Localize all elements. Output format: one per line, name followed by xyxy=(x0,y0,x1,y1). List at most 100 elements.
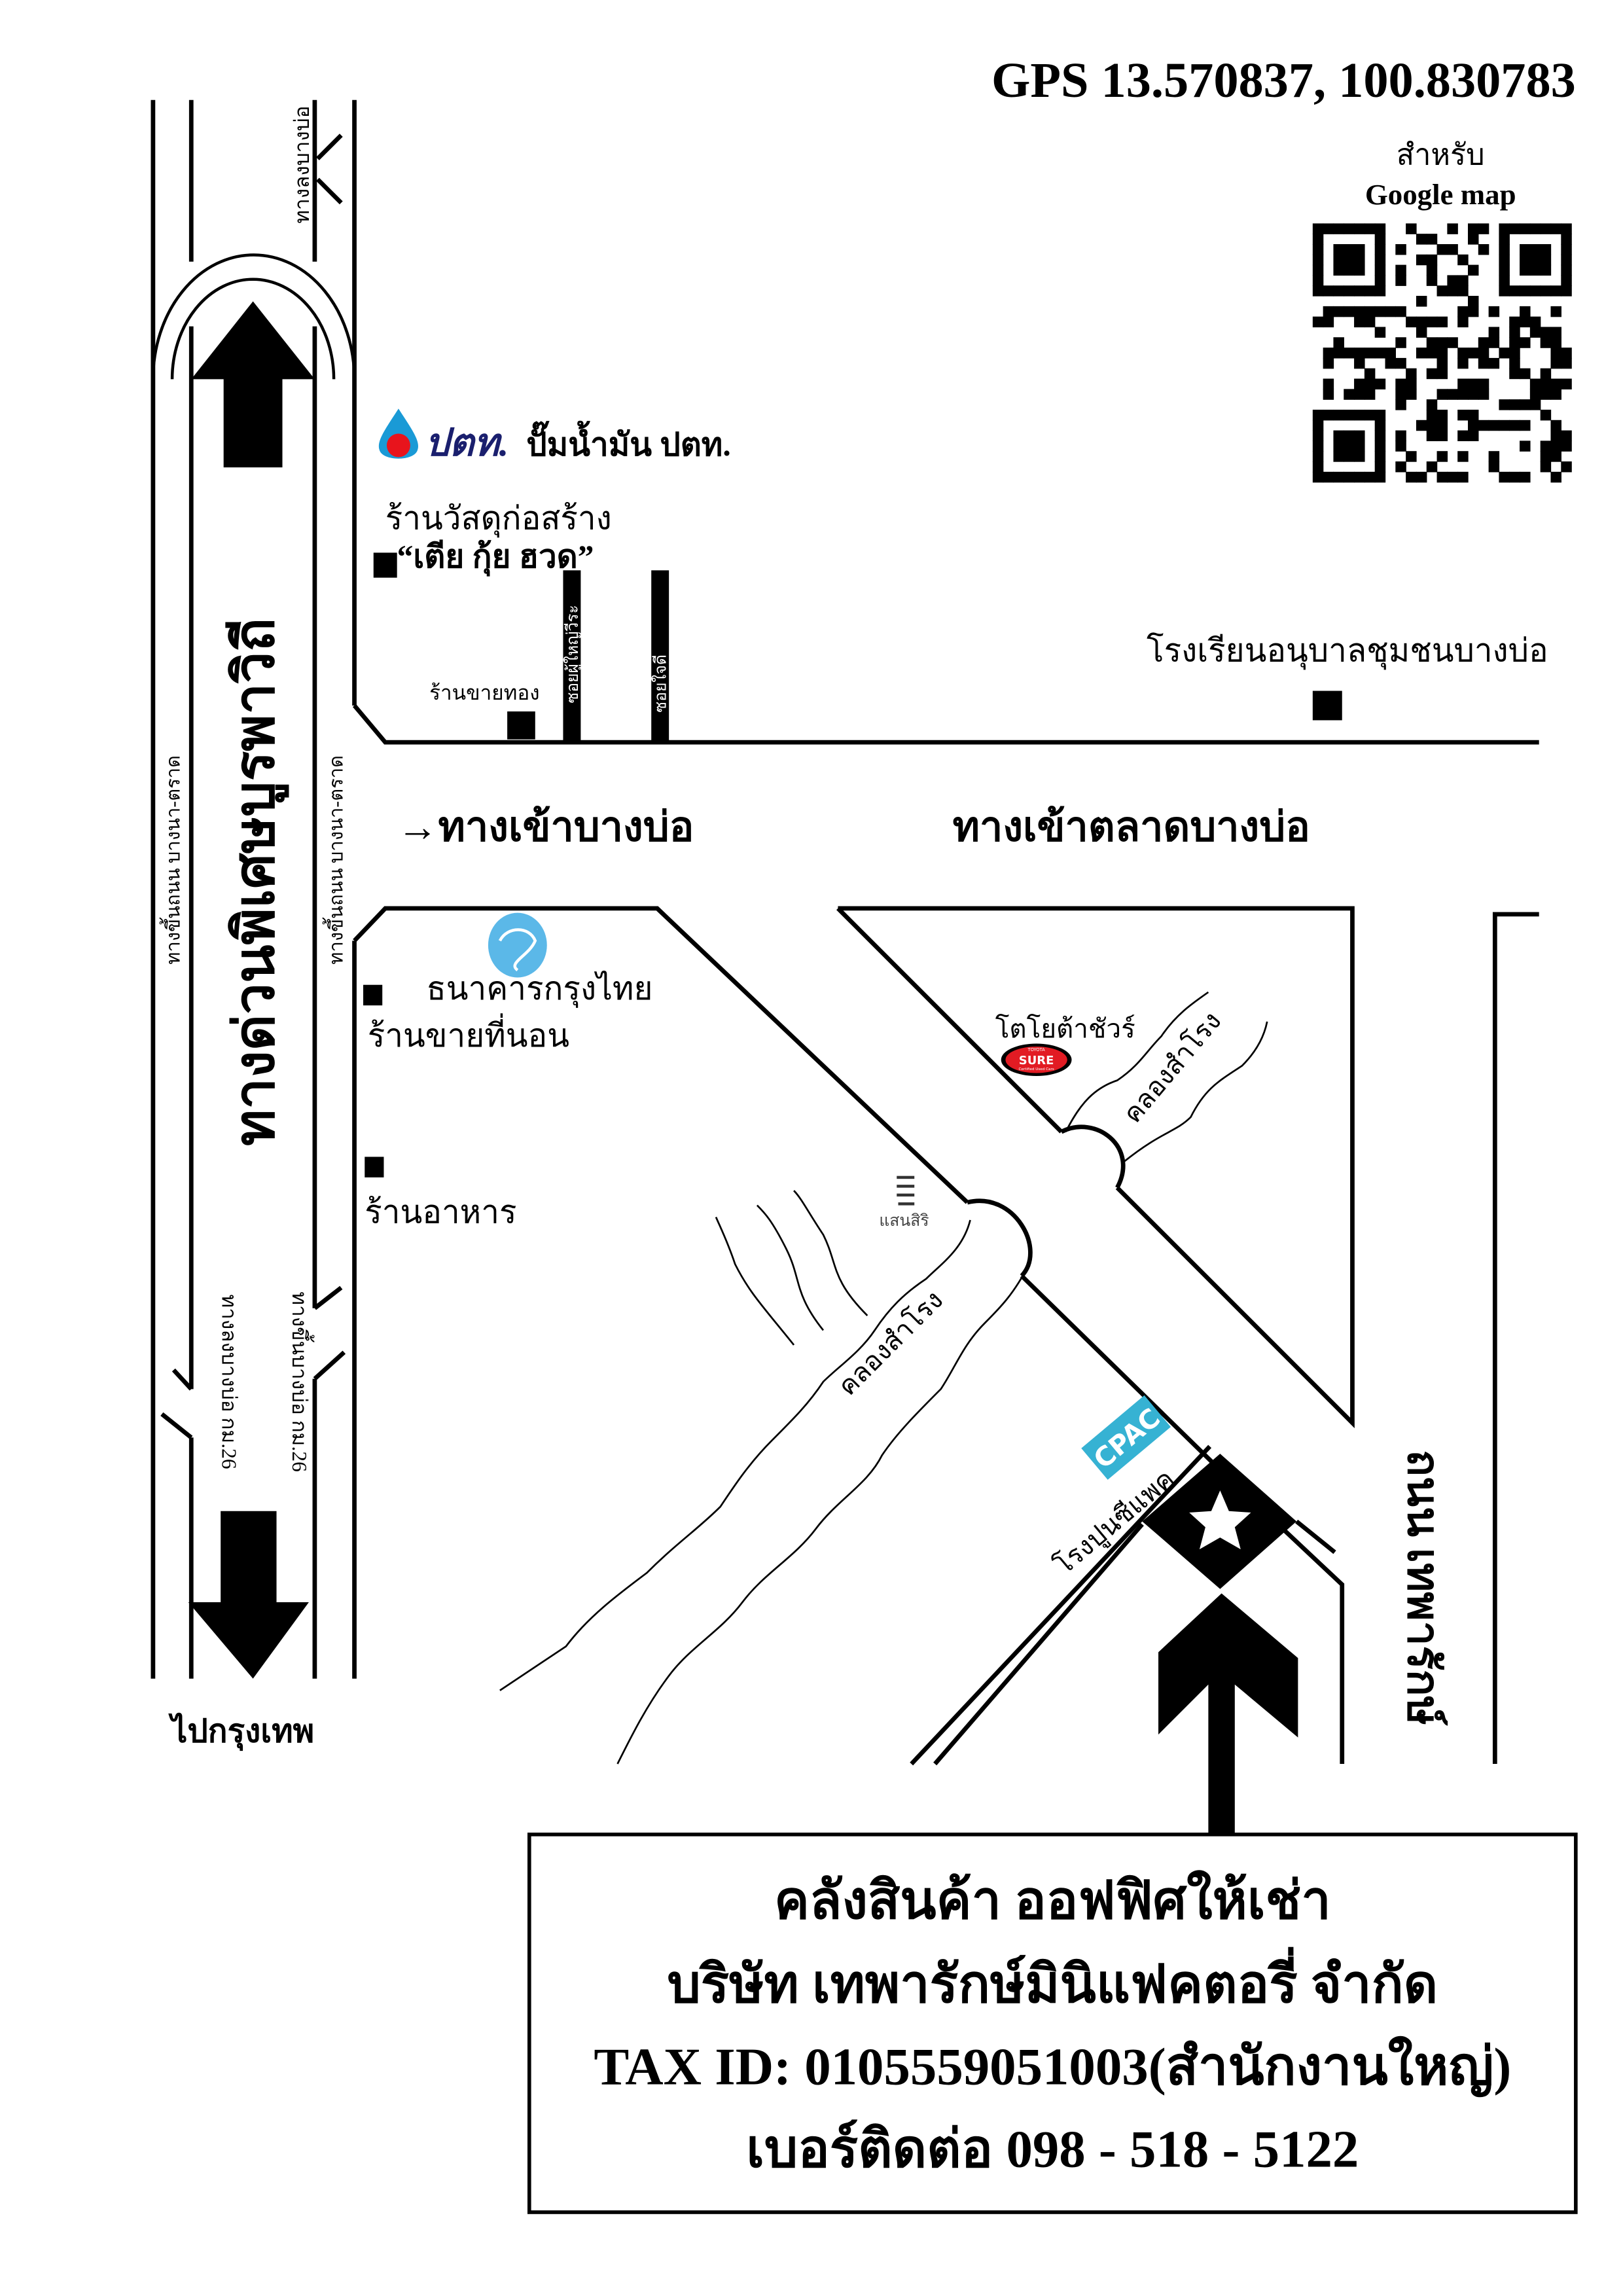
qr-module xyxy=(1312,316,1324,328)
qr-module xyxy=(1529,264,1541,276)
qr-module xyxy=(1457,357,1469,369)
qr-module xyxy=(1447,337,1458,348)
qr-module xyxy=(1529,399,1541,410)
hardware-store-name: “เตีย กุ้ย ฮวด” xyxy=(397,539,594,577)
exit-top-label: ทางลงบางบ่อ xyxy=(291,105,313,223)
qr-module xyxy=(1540,327,1552,338)
qr-module xyxy=(1520,440,1531,452)
qr-module xyxy=(1312,264,1324,276)
qr-module xyxy=(1333,430,1344,442)
soi-jaidee xyxy=(651,570,669,743)
local-roads xyxy=(352,704,1539,1766)
qr-module xyxy=(1550,285,1561,296)
hardware-store-label: ร้านวัสดุก่อสร้าง xyxy=(385,501,612,538)
qr-module xyxy=(1395,430,1406,442)
qr-module xyxy=(1374,461,1386,473)
gold-shop-marker xyxy=(507,711,535,740)
qr-module xyxy=(1354,409,1365,421)
qr-module xyxy=(1333,409,1344,421)
qr-module xyxy=(1520,368,1531,380)
qr-module xyxy=(1426,254,1438,266)
qr-module xyxy=(1395,264,1406,276)
qr-module xyxy=(1467,264,1479,276)
qr-module xyxy=(1509,316,1520,328)
qr-module xyxy=(1344,285,1355,296)
qr-module xyxy=(1312,461,1324,473)
qr-module xyxy=(1333,471,1344,483)
qr-module xyxy=(1333,440,1344,452)
qr-module xyxy=(1416,296,1427,307)
qr-module xyxy=(1529,389,1541,400)
qr-module xyxy=(1550,471,1561,483)
qr-module xyxy=(1395,440,1406,452)
qr-module xyxy=(1333,243,1344,255)
qr-module xyxy=(1323,223,1334,234)
expressway: ทางด่วนพิเศษบูรพาวิถี ทางขึ้นถนน บางนา-ต… xyxy=(151,99,357,1751)
qr-module xyxy=(1529,223,1541,234)
qr-module xyxy=(1499,471,1510,483)
qr-module xyxy=(1374,420,1386,431)
qr-module xyxy=(1520,399,1531,410)
qr-module xyxy=(1323,316,1334,328)
qr-module xyxy=(1374,451,1386,462)
qr-module xyxy=(1406,378,1417,390)
qr-module xyxy=(1333,223,1344,234)
qr-module xyxy=(1447,275,1458,286)
qr-module xyxy=(1344,440,1355,452)
info-line-warehouse: คลังสินค้า ออฟฟิศให้เช่า xyxy=(774,1869,1331,1930)
qr-module xyxy=(1395,461,1406,473)
qr-module xyxy=(1499,348,1510,359)
qr-module xyxy=(1312,420,1324,431)
qr-code[interactable] xyxy=(1312,223,1572,483)
qr-module xyxy=(1374,327,1386,338)
qr-module xyxy=(1426,234,1438,245)
company-info-box: คลังสินค้า ออฟฟิศให้เช่า บริษัท เทพารักษ… xyxy=(527,1832,1578,2214)
qr-module xyxy=(1447,389,1458,400)
qr-module xyxy=(1520,471,1531,483)
qr-module xyxy=(1312,275,1324,286)
qr-module xyxy=(1354,451,1365,462)
qr-module xyxy=(1312,409,1324,421)
expressway-title: ทางด่วนพิเศษบูรพาวิถี xyxy=(224,618,289,1146)
qr-module xyxy=(1364,285,1376,296)
gold-shop-label: ร้านขายทอง xyxy=(429,681,540,704)
qr-module xyxy=(1540,243,1552,255)
qr-module xyxy=(1344,264,1355,276)
qr-module xyxy=(1354,223,1365,234)
qr-module xyxy=(1374,275,1386,286)
qr-module xyxy=(1457,451,1469,462)
info-line-tax-id: TAX ID: 0105559051003(สำนักงานใหญ่) xyxy=(594,2036,1511,2098)
qr-module xyxy=(1550,389,1561,400)
qr-module xyxy=(1520,264,1531,276)
qr-module xyxy=(1561,223,1572,234)
qr-module xyxy=(1499,285,1510,296)
qr-module xyxy=(1520,285,1531,296)
qr-module xyxy=(1499,420,1510,431)
mattress-shop-marker xyxy=(363,984,383,1006)
qr-module xyxy=(1457,285,1469,296)
qr-module xyxy=(1323,389,1334,400)
qr-module xyxy=(1488,451,1500,462)
qr-module xyxy=(1478,378,1489,390)
qr-module xyxy=(1344,243,1355,255)
qr-module xyxy=(1540,461,1552,473)
qr-module xyxy=(1406,368,1417,380)
qr-module xyxy=(1561,348,1572,359)
krungthai-bank-label: ธนาคารกรุงไทย xyxy=(427,970,653,1008)
qr-module xyxy=(1374,306,1386,317)
ramp-label-right: ทางขึ้นถนน บางนา-ตราด xyxy=(323,755,348,965)
qr-module xyxy=(1416,471,1427,483)
qr-module xyxy=(1312,285,1324,296)
qr-module xyxy=(1499,254,1510,266)
qr-module xyxy=(1395,306,1406,317)
qr-module xyxy=(1550,306,1561,317)
qr-module xyxy=(1333,254,1344,266)
gps-coordinates: GPS 13.570837, 100.830783 xyxy=(991,52,1576,108)
qr-module xyxy=(1529,378,1541,390)
qr-module xyxy=(1561,378,1572,390)
qr-module xyxy=(1426,409,1438,421)
qr-module xyxy=(1509,357,1520,369)
qr-module xyxy=(1312,451,1324,462)
qr-module xyxy=(1509,348,1520,359)
qr-module xyxy=(1540,285,1552,296)
